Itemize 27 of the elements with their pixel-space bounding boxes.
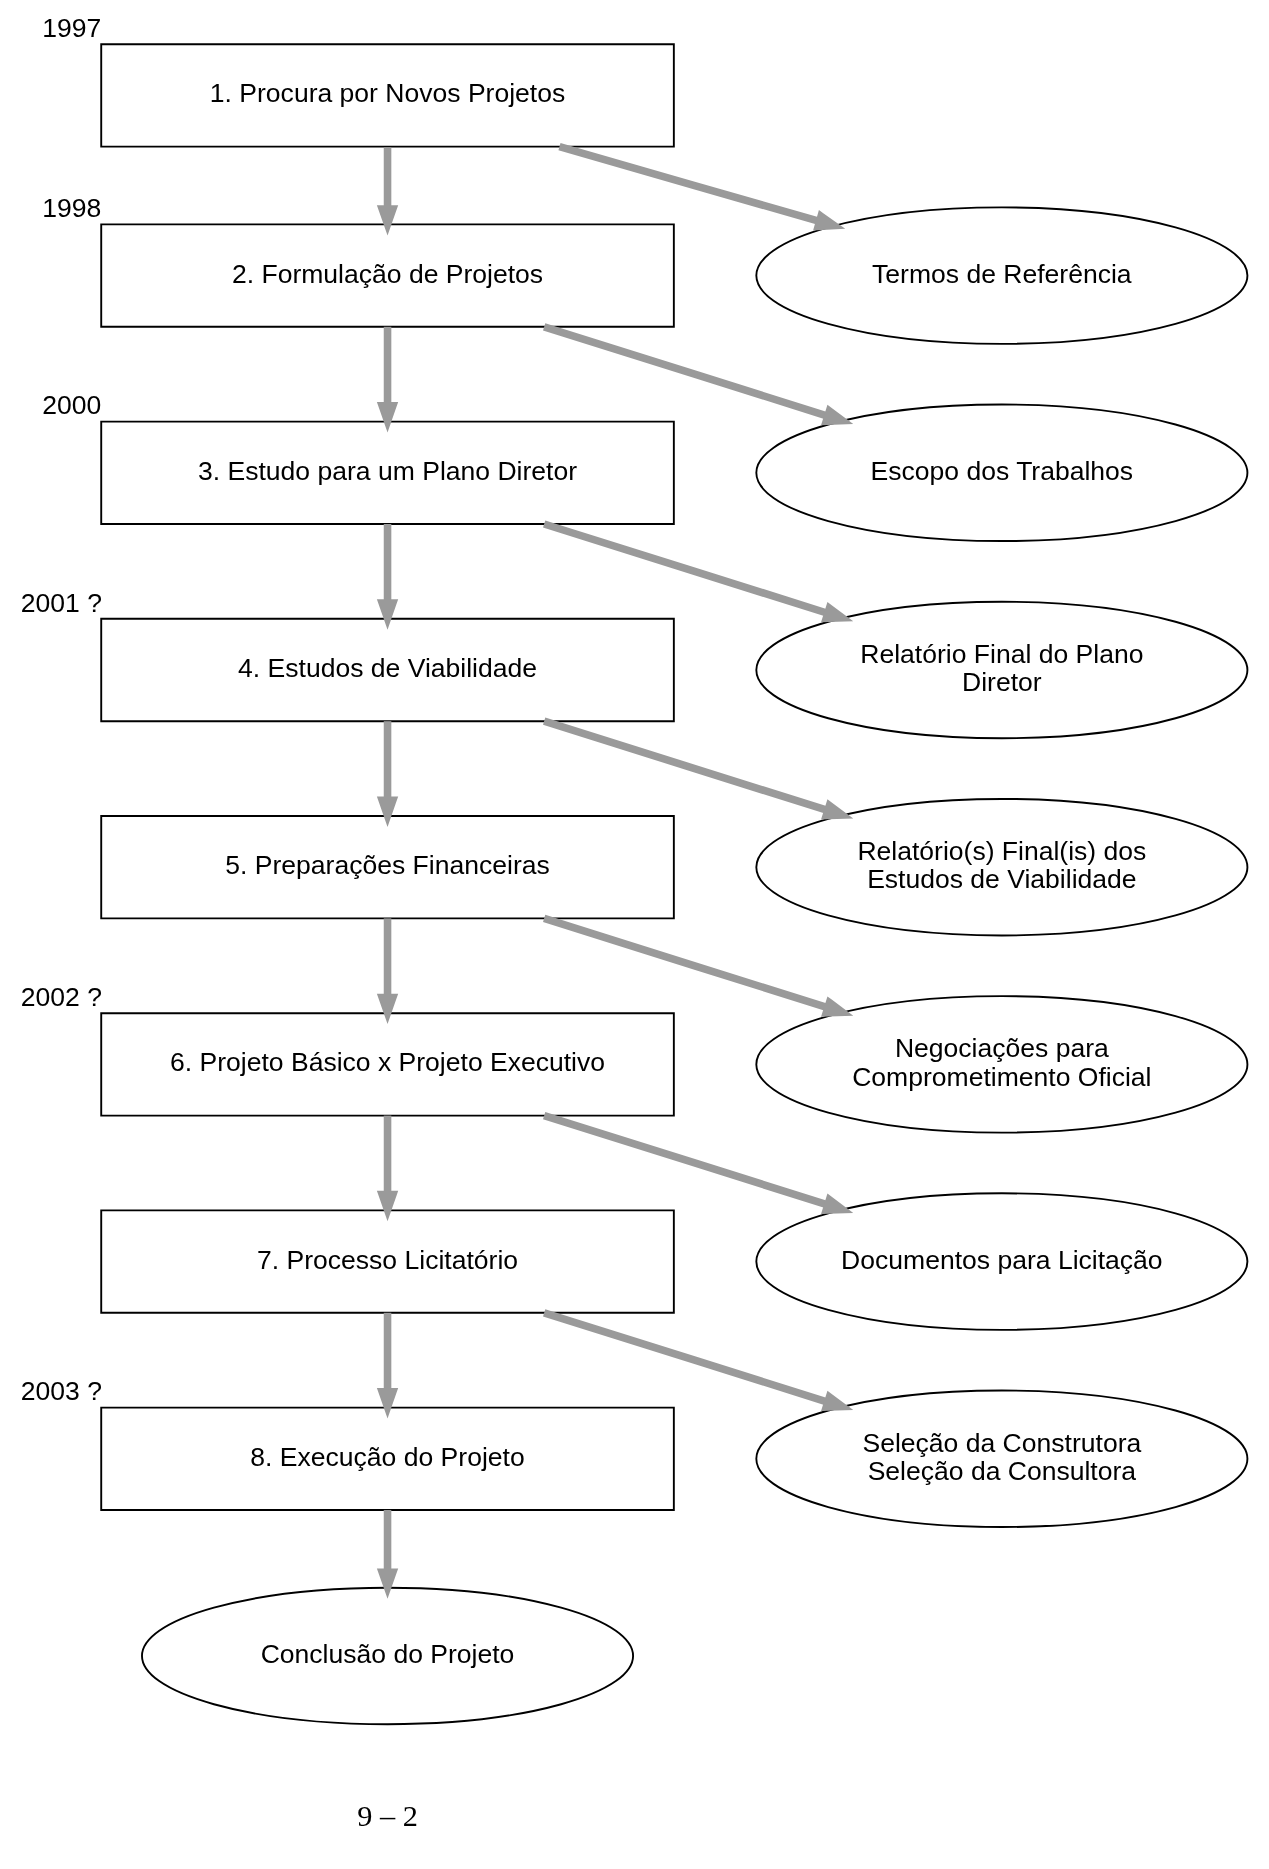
arrow bbox=[376, 1509, 399, 1599]
arrow bbox=[543, 717, 854, 820]
node-ellipse: Termos de Referência bbox=[755, 206, 1249, 345]
node-label: 2001 ? bbox=[20, 587, 102, 618]
node-label: 2002 ? bbox=[20, 981, 102, 1012]
arrow bbox=[543, 323, 854, 426]
arrow bbox=[543, 1111, 854, 1214]
node-box: 7. Processo Licitatório bbox=[100, 1209, 675, 1314]
arrow bbox=[376, 326, 399, 433]
node-label: 2000 bbox=[42, 390, 102, 421]
node-box: 5. Preparações Financeiras bbox=[100, 815, 675, 920]
node-label: 1997 bbox=[42, 13, 102, 44]
node-ellipse: Conclusão do Projeto bbox=[141, 1586, 635, 1726]
arrow bbox=[558, 143, 846, 231]
arrow bbox=[543, 520, 854, 623]
node-label: 1998 bbox=[42, 193, 102, 224]
node-box: 8. Execução do Projeto bbox=[100, 1406, 675, 1511]
node-label: 2003 ? bbox=[20, 1376, 102, 1407]
node-box: 2. Formulação de Projetos bbox=[100, 223, 675, 328]
node-box: 6. Projeto Básico x Projeto Executivo bbox=[100, 1012, 675, 1117]
arrow bbox=[543, 1309, 854, 1412]
arrow bbox=[376, 147, 399, 236]
arrow bbox=[543, 914, 854, 1017]
label: 9 – 2 bbox=[357, 1799, 418, 1834]
node-box: 3. Estudo para um Plano Diretor bbox=[100, 420, 675, 525]
node-box: 1. Procura por Novos Projetos bbox=[100, 43, 675, 148]
node-box: 4. Estudos de Viabilidade bbox=[100, 617, 675, 723]
